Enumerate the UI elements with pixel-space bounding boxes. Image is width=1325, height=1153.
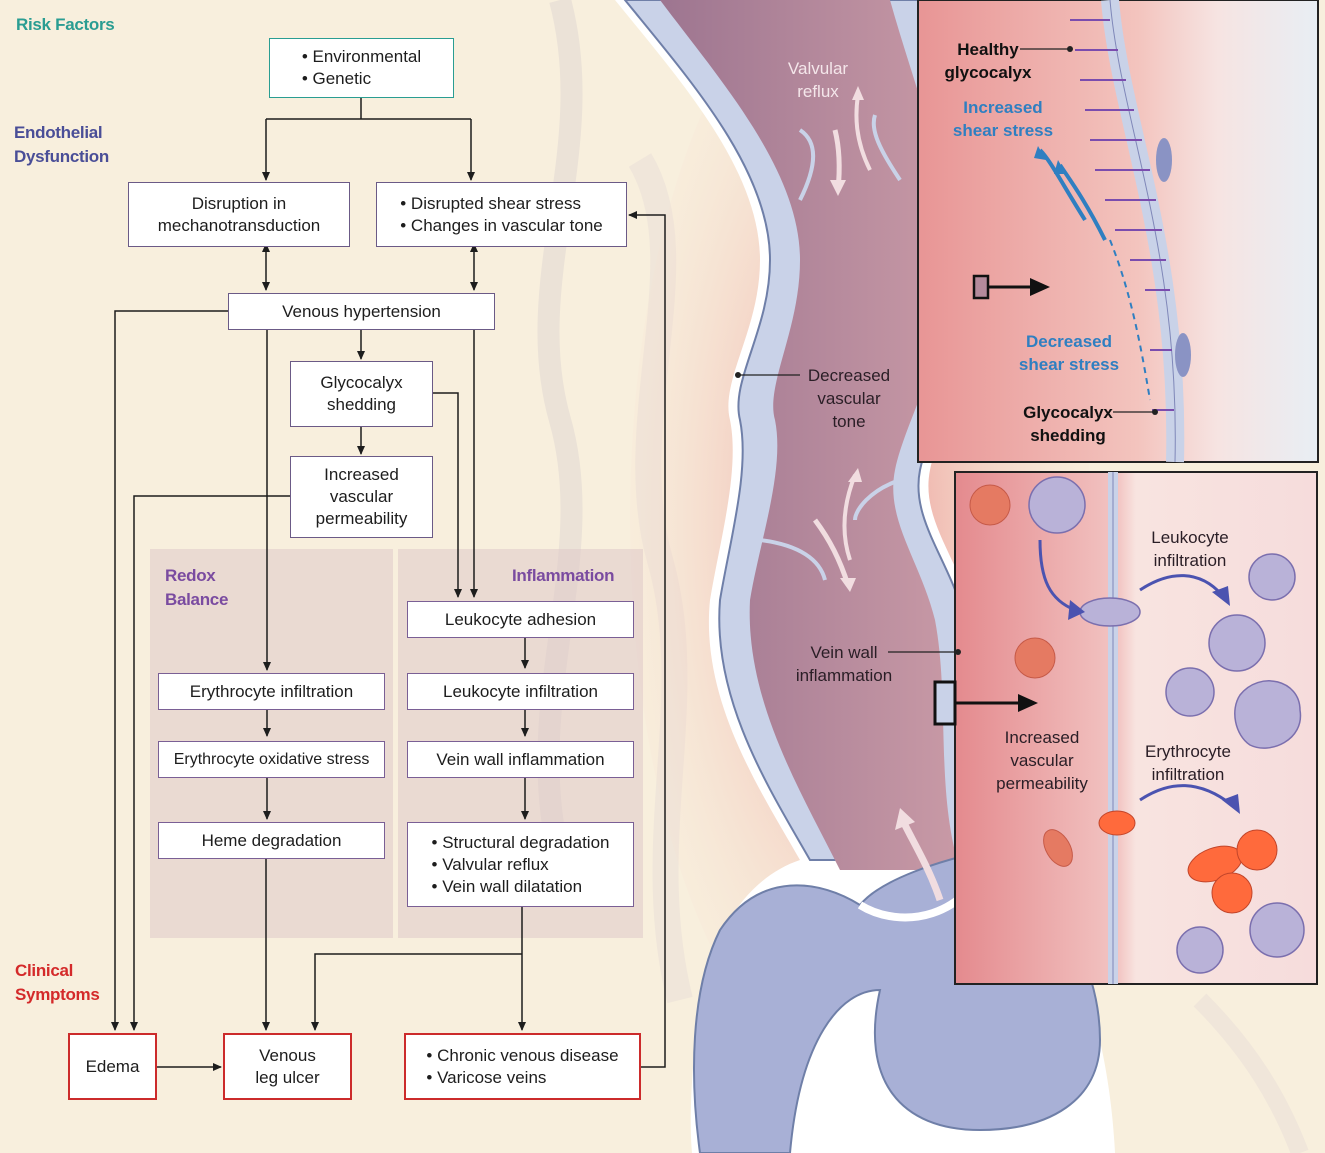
permeability-line2: vascular xyxy=(329,487,394,506)
hypertension-text: Venous hypertension xyxy=(282,301,441,321)
clinical-label-line1: Clinical xyxy=(15,961,74,980)
shear-vascular-tone: Changes in vascular tone xyxy=(400,215,603,237)
mechano-line1: Disruption in xyxy=(191,193,287,213)
increased-permeability-line2: vascular xyxy=(1010,751,1074,770)
healthy-glycocalyx-line1: Healthy xyxy=(957,40,1019,59)
valvular-reflux-label: Valvular reflux xyxy=(776,57,860,103)
venous-leg-ulcer-box: Venous leg ulcer xyxy=(223,1033,352,1100)
erythrocyte-infiltration-line1: Erythrocyte xyxy=(1145,742,1231,761)
leukocyte-infiltration-line2: infiltration xyxy=(1153,551,1227,570)
vein-inflammation-text: Vein wall inflammation xyxy=(436,749,605,769)
chronic-venous-disease: Chronic venous disease xyxy=(426,1045,618,1067)
glycocalyx-shedding-line1: Glycocalyx xyxy=(1023,403,1113,422)
valvular-reflux-line1: Valvular xyxy=(787,59,849,78)
structural-degradation: Structural degradation xyxy=(432,832,609,854)
redox-label-line2: Balance xyxy=(165,590,229,609)
leukocyte-infiltration-label: Leukocyte infiltration xyxy=(1138,526,1242,572)
decreased-shear-line1: Decreased xyxy=(1025,332,1112,351)
endothelial-label-line1: Endothelial xyxy=(14,123,103,142)
vein-wall-line1: Vein wall xyxy=(810,643,878,662)
leukocyte-adhesion-box: Leukocyte adhesion xyxy=(407,601,634,638)
erythrocyte-infiltration-box: Erythrocyte infiltration xyxy=(158,673,385,710)
leukocyte-infiltration-line1: Leukocyte xyxy=(1151,528,1229,547)
increased-permeability-label: Increased vascular permeability xyxy=(990,726,1094,795)
decreased-tone-line1: Decreased xyxy=(807,366,891,385)
clinical-label-line2: Symptoms xyxy=(15,985,100,1004)
risk-environmental: Environmental xyxy=(302,46,422,68)
permeability-line3: permeability xyxy=(315,509,408,528)
connector-hypertension-edema xyxy=(111,310,228,1031)
decreased-shear-line2: shear stress xyxy=(1018,355,1120,374)
inflammation-label: Inflammation xyxy=(512,566,615,585)
connector-structural-ulcer xyxy=(311,953,522,1031)
leukocyte-infiltration-box: Leukocyte infiltration xyxy=(407,673,634,710)
redox-label-line1: Redox xyxy=(165,566,216,585)
clinical-label: Clinical Symptoms xyxy=(15,959,100,1007)
vein-wall-inflammation-box: Vein wall inflammation xyxy=(407,741,634,778)
glycocalyx-shedding-line2: shedding xyxy=(1030,426,1106,445)
leuk-infiltration-text: Leukocyte infiltration xyxy=(443,681,598,701)
shear-stress-box: Disrupted shear stress Changes in vascul… xyxy=(376,182,627,247)
valvular-reflux-line2: reflux xyxy=(797,82,839,101)
ulcer-line2: leg ulcer xyxy=(255,1067,320,1087)
structural-degradation-box: Structural degradation Valvular reflux V… xyxy=(407,822,634,907)
risk-genetic: Genetic xyxy=(302,68,421,90)
ery-oxidative-text: Erythrocyte oxidative stress xyxy=(173,750,370,768)
glycocalyx-line2: shedding xyxy=(326,395,396,414)
increased-shear-line2: shear stress xyxy=(952,121,1054,140)
decreased-tone-label: Decreased vascular tone xyxy=(800,364,898,433)
erythrocyte-infiltration-line2: infiltration xyxy=(1151,765,1225,784)
edema-text: Edema xyxy=(85,1056,140,1076)
glycocalyx-shedding-box: Glycocalyx shedding xyxy=(290,361,433,427)
shear-disrupted: Disrupted shear stress xyxy=(400,193,603,215)
risk-factors-box: Environmental Genetic xyxy=(269,38,454,98)
heme-text: Heme degradation xyxy=(201,830,342,850)
venous-hypertension-box: Venous hypertension xyxy=(228,293,495,330)
structural-valvular-reflux: Valvular reflux xyxy=(432,854,610,876)
erythrocyte-oxidative-box: Erythrocyte oxidative stress xyxy=(158,741,385,778)
heme-degradation-box: Heme degradation xyxy=(158,822,385,859)
glycocalyx-line1: Glycocalyx xyxy=(320,373,403,392)
increased-shear-label: Increased shear stress xyxy=(948,96,1058,142)
structural-dilatation: Vein wall dilatation xyxy=(432,876,610,898)
connector-glycocalyx-leukocyte xyxy=(432,392,462,598)
leuk-adhesion-text: Leukocyte adhesion xyxy=(444,609,597,629)
redox-label: Redox Balance xyxy=(165,564,228,612)
endothelial-label: Endothelial Dysfunction xyxy=(14,121,109,169)
connector-risk-split xyxy=(266,97,471,120)
vascular-permeability-box: Increased vascular permeability xyxy=(290,456,433,538)
ulcer-line1: Venous xyxy=(259,1045,316,1065)
connector-permeability-edema xyxy=(130,495,290,1031)
healthy-glycocalyx-line2: glycocalyx xyxy=(944,63,1032,82)
permeability-line1: Increased xyxy=(324,465,399,484)
increased-permeability-line3: permeability xyxy=(996,774,1088,793)
ery-infiltration-text: Erythrocyte infiltration xyxy=(189,681,354,701)
decreased-tone-line2: vascular xyxy=(817,389,881,408)
endothelial-label-line2: Dysfunction xyxy=(14,147,109,166)
mechano-line2: mechanotransduction xyxy=(157,215,321,235)
increased-permeability-line1: Increased xyxy=(1004,728,1080,747)
edema-box: Edema xyxy=(68,1033,157,1100)
erythrocyte-infiltration-label: Erythrocyte infiltration xyxy=(1136,740,1240,786)
connector-chronic-feedback xyxy=(628,211,666,1068)
decreased-tone-line3: tone xyxy=(832,412,866,431)
risk-factors-label: Risk Factors xyxy=(16,15,115,34)
glycocalyx-shedding-label: Glycocalyx shedding xyxy=(1018,401,1118,447)
varicose-veins: Varicose veins xyxy=(426,1067,618,1089)
mechanotransduction-box: Disruption in mechanotransduction xyxy=(128,182,350,247)
vein-wall-inflammation-label: Vein wall inflammation xyxy=(784,641,904,687)
chronic-venous-disease-box: Chronic venous disease Varicose veins xyxy=(404,1033,641,1100)
healthy-glycocalyx-label: Healthy glycocalyx xyxy=(938,38,1038,84)
vein-wall-line2: inflammation xyxy=(795,666,893,685)
increased-shear-line1: Increased xyxy=(963,98,1043,117)
decreased-shear-label: Decreased shear stress xyxy=(1013,330,1125,376)
